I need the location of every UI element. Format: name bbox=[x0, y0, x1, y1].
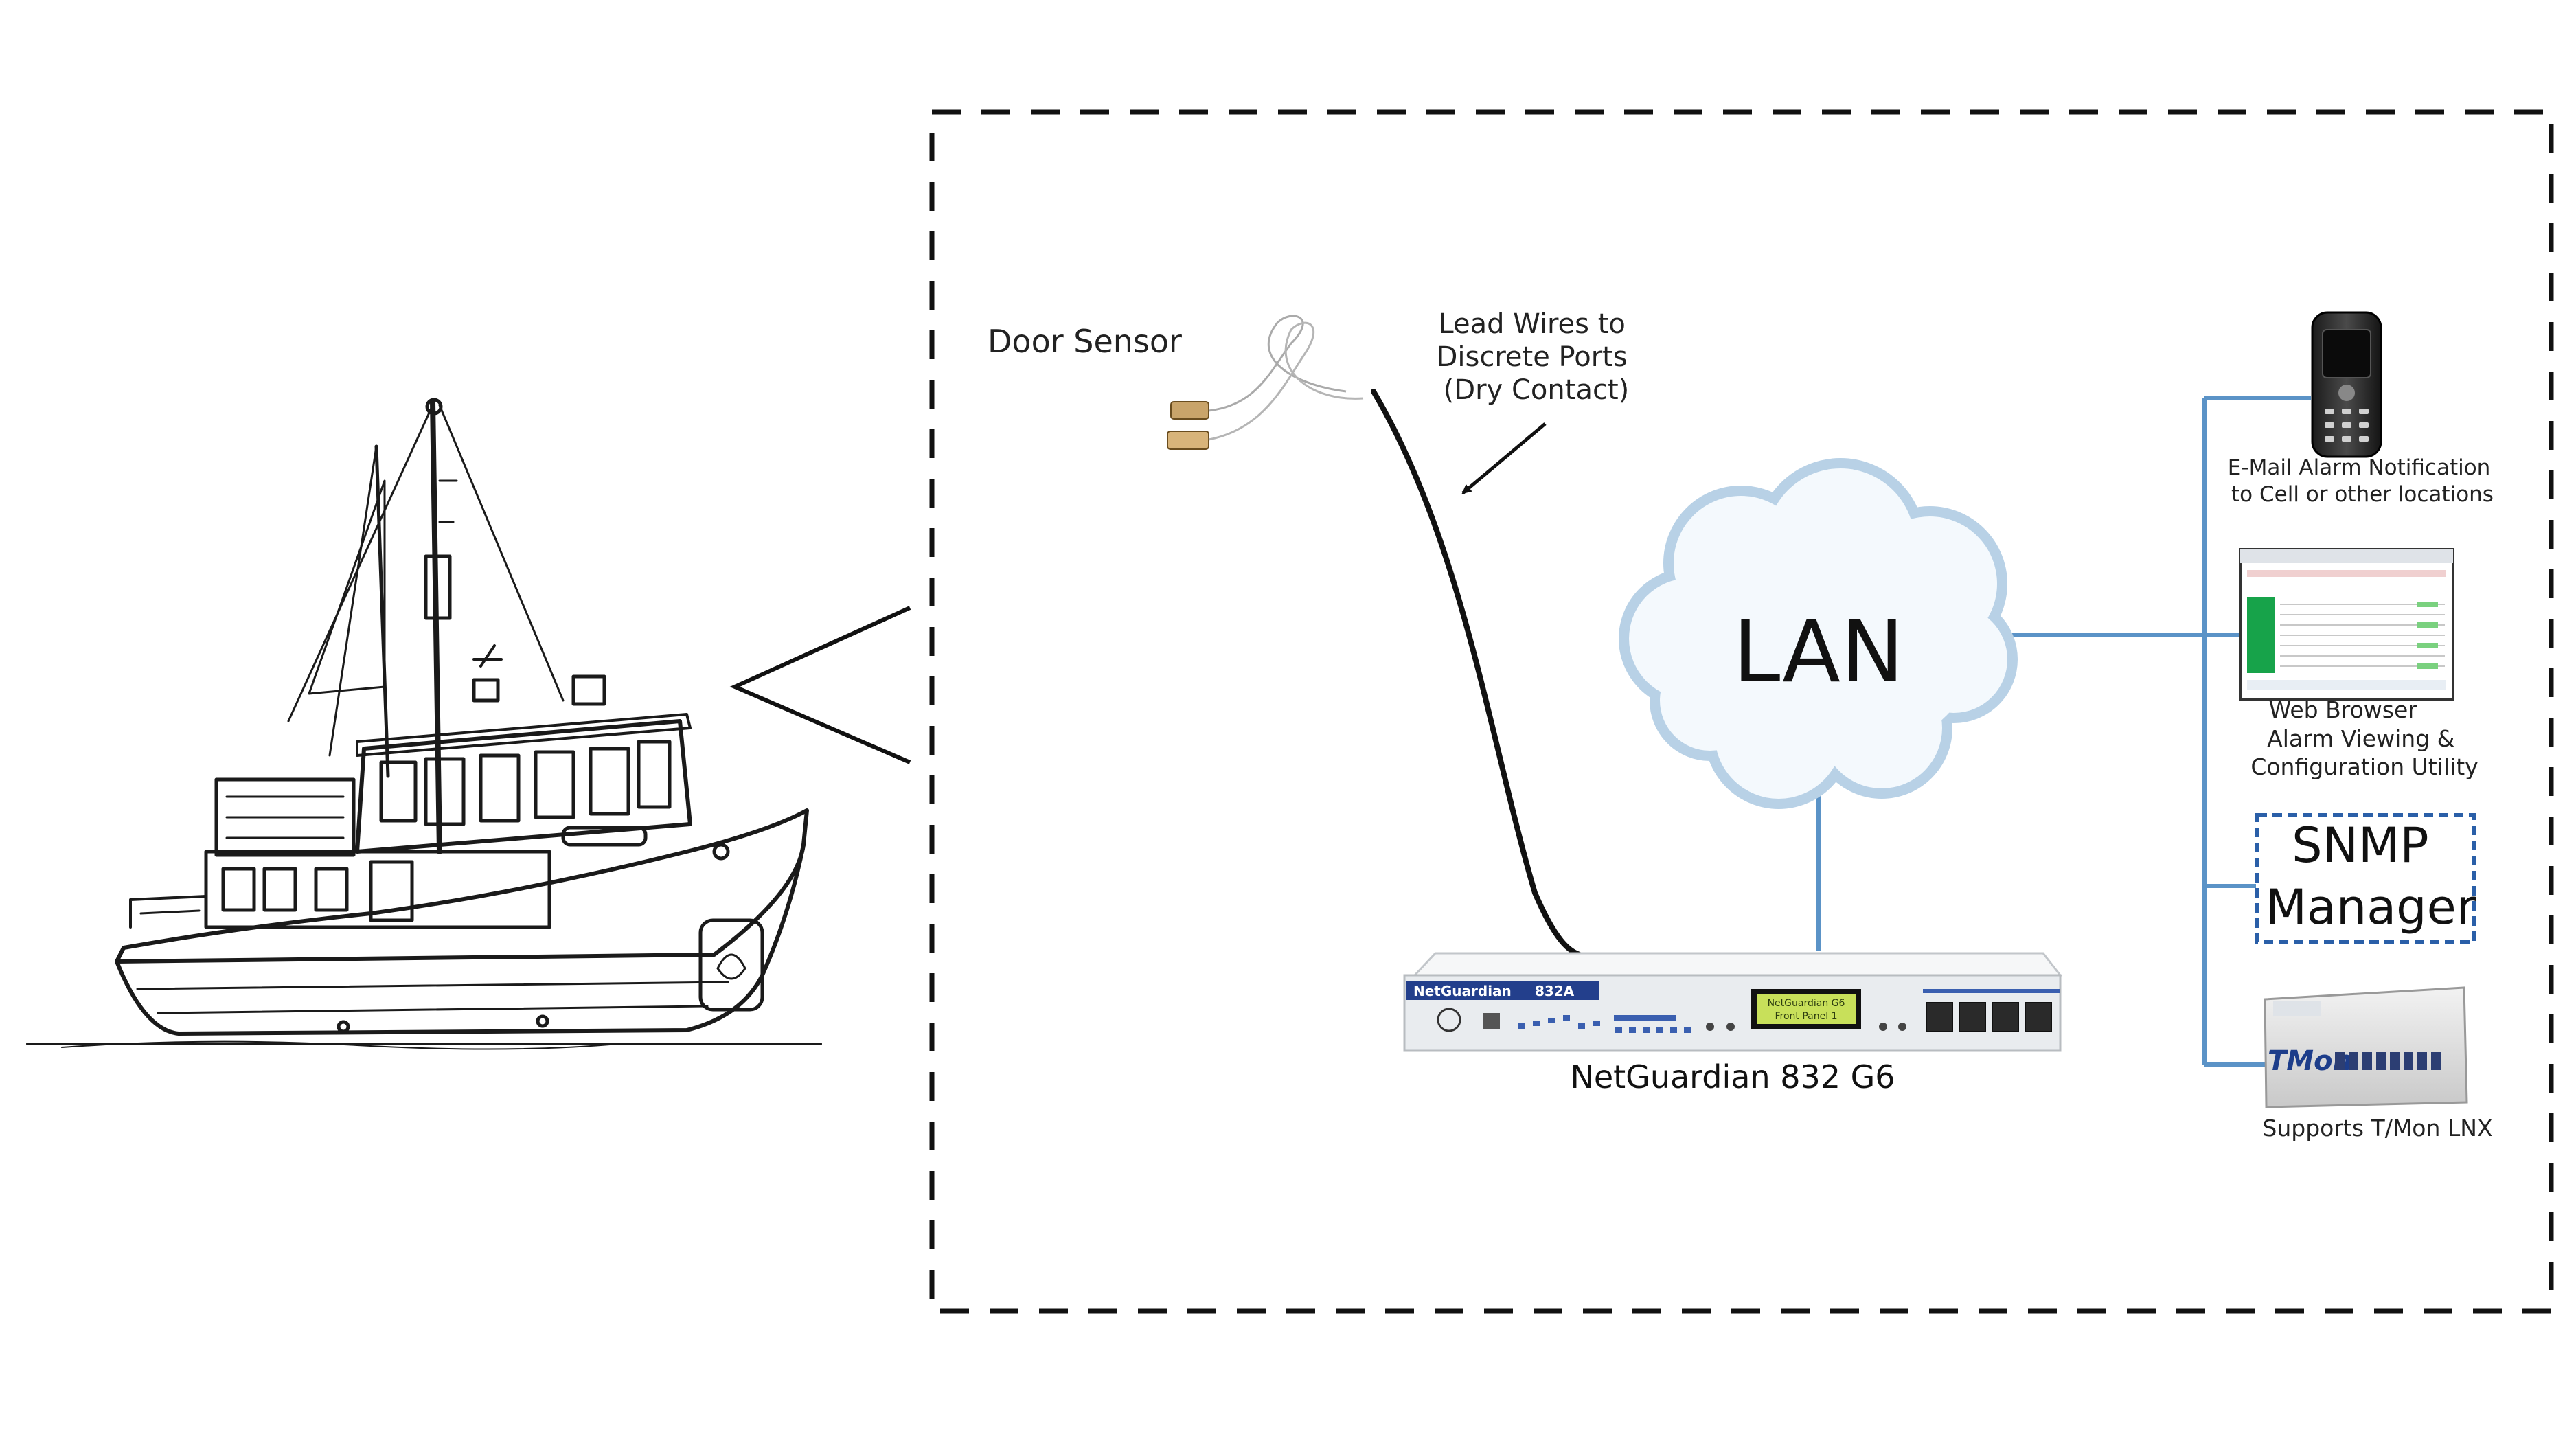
web-browser-screenshot bbox=[2239, 548, 2454, 701]
email-notification-label: E-Mail Alarm Notification to Cell or oth… bbox=[2228, 455, 2497, 507]
lan-label: LAN bbox=[1733, 603, 1904, 702]
snmp-manager-label: SNMP Manager bbox=[2266, 817, 2476, 935]
lead-wire-arrow bbox=[1461, 422, 1547, 494]
device-label: NetGuardian 832 G6 bbox=[1570, 1058, 1895, 1095]
snmp-manager-box bbox=[2255, 813, 2476, 944]
tmon-caption: Supports T/Mon LNX bbox=[2262, 1115, 2492, 1141]
web-browser-label: Web Browser Alarm Viewing & Configuratio… bbox=[2250, 696, 2478, 780]
lan-cloud bbox=[1619, 458, 2018, 809]
door-sensor-label: Door Sensor bbox=[988, 323, 1182, 360]
device-front-brand: NetGuardian bbox=[1413, 983, 1512, 999]
lead-wire bbox=[1371, 389, 1582, 957]
callout-pointer bbox=[729, 606, 911, 764]
device-lcd-line-1: NetGuardian G6 bbox=[1768, 998, 1845, 1009]
netguardian-device: NetGuardian 832A NetGuardian G6 Front Pa… bbox=[1403, 952, 2063, 1052]
device-front-model: 832A bbox=[1535, 983, 1575, 999]
device-lcd-line-2: Front Panel 1 bbox=[1775, 1011, 1838, 1022]
lead-wires-label: Lead Wires to Discrete Ports (Dry Contac… bbox=[1437, 308, 1637, 406]
network-connectors bbox=[1816, 396, 2311, 1067]
boat-illustration bbox=[26, 398, 822, 1050]
door-sensor-icon bbox=[1167, 315, 1364, 450]
cell-phone-icon bbox=[2311, 311, 2382, 458]
tmon-appliance: TMon bbox=[2264, 986, 2468, 1108]
system-boundary-frame bbox=[929, 109, 2554, 1314]
